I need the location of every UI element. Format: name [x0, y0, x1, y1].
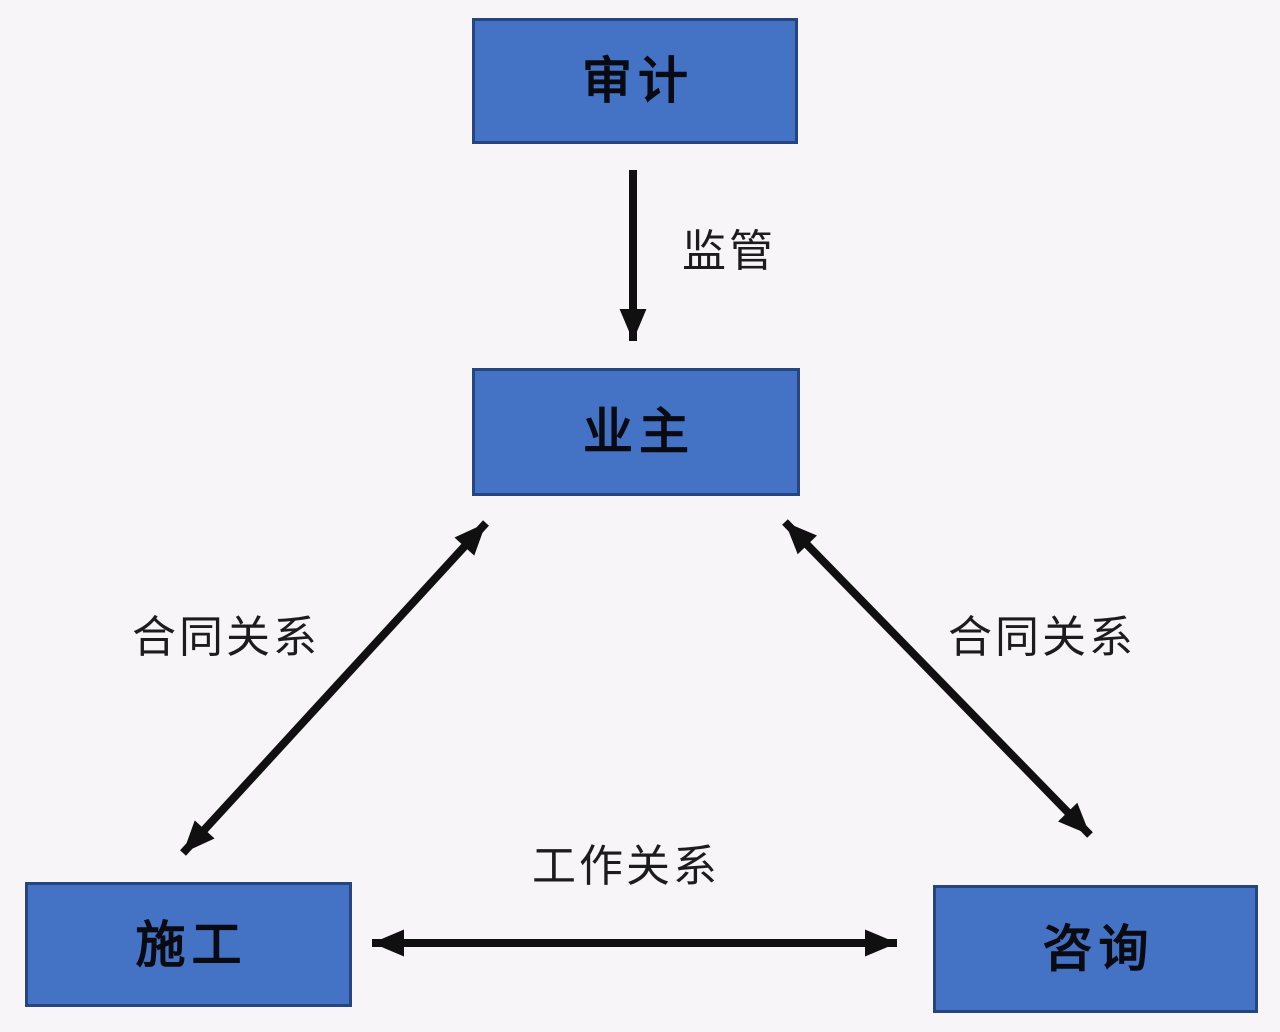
edge-label-contract-right: 合同关系 — [948, 613, 1136, 662]
edge-label-work: 工作关系 — [532, 842, 720, 891]
node-owner: 业主 — [472, 368, 800, 496]
node-consulting: 咨询 — [933, 885, 1258, 1013]
edge-label-supervision: 监管 — [682, 227, 776, 276]
arrow-contract-right — [782, 519, 1093, 838]
edge-label-contract-left: 合同关系 — [132, 613, 320, 662]
node-construction: 施工 — [25, 882, 352, 1007]
node-owner-label: 业主 — [583, 404, 695, 460]
node-audit-label: 审计 — [582, 53, 694, 109]
arrow-contract-left — [180, 520, 489, 856]
node-consulting-label: 咨询 — [1042, 921, 1155, 977]
node-audit: 审计 — [472, 18, 798, 144]
node-construction-label: 施工 — [135, 916, 248, 973]
